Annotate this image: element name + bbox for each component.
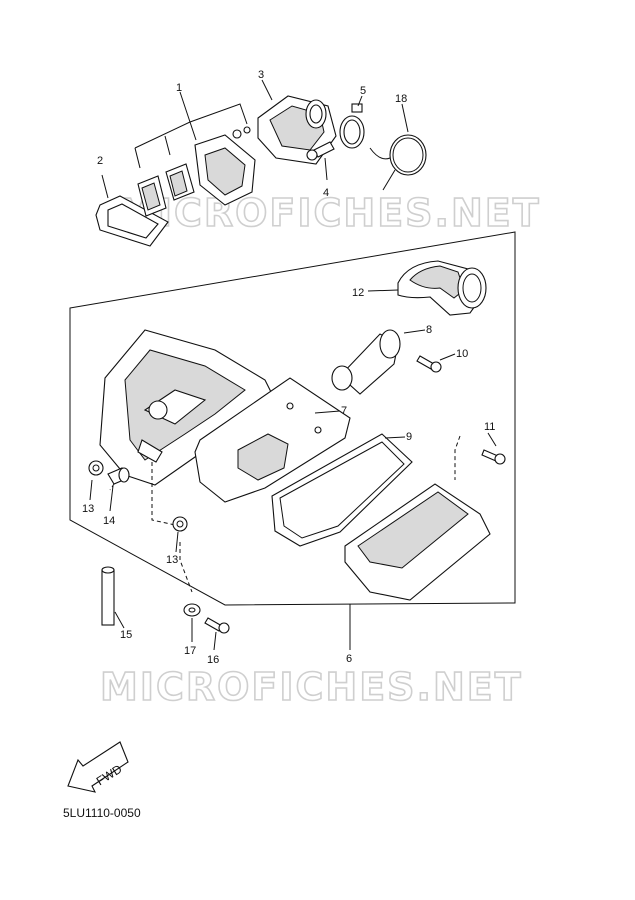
callout-7: 7 [341,405,347,417]
callout-17: 17 [184,645,196,657]
bracket-callout-1 [134,91,248,169]
part-13-grommet-center [172,516,188,553]
callout-10: 10 [456,348,468,360]
callout-15: 15 [120,629,132,641]
watermark-bottom: MICROFICHES.NET [100,665,523,709]
case-cover [344,483,491,601]
callout-9: 9 [406,431,412,443]
part-4-bolt [306,141,335,181]
callout-13-center: 13 [166,554,178,566]
part-2-gasket [95,174,169,247]
callout-16: 16 [207,654,219,666]
watermark-top: MICROFICHES.NET [118,191,541,235]
part-17-washer [183,603,201,642]
part-3-manifold [257,79,337,165]
callout-2: 2 [97,155,103,167]
part-14-collar [107,467,130,512]
callout-13-left: 13 [82,503,94,515]
callout-14: 14 [103,515,115,527]
callout-3: 3 [258,69,264,81]
part-11-screw [481,432,506,465]
part-16-bolt [204,617,230,651]
part-12-joint [367,260,487,316]
part-9-seal [271,433,413,547]
callout-4: 4 [323,187,329,199]
callout-8: 8 [426,324,432,336]
reed-plates [137,163,195,217]
callout-5: 5 [360,85,366,97]
assembly-frame [69,231,516,606]
callout-11: 11 [484,421,495,433]
part-7-element [194,377,351,503]
reed-valve-block [194,126,256,206]
callout-1: 1 [176,82,182,94]
callout-18: 18 [395,93,407,105]
part-8-duct [331,329,426,395]
part-5-clamp [339,95,365,149]
fwd-arrow-icon: FWD [67,741,129,793]
document-code: 5LU1110-0050 [63,806,141,820]
part-15-hose [101,566,125,629]
callout-12: 12 [352,287,364,299]
part-18-spring [369,103,427,191]
part-10-screw [416,353,456,373]
part-13-grommet-left [88,460,104,501]
air-cleaner-case [99,329,276,486]
callout-6: 6 [346,653,352,665]
